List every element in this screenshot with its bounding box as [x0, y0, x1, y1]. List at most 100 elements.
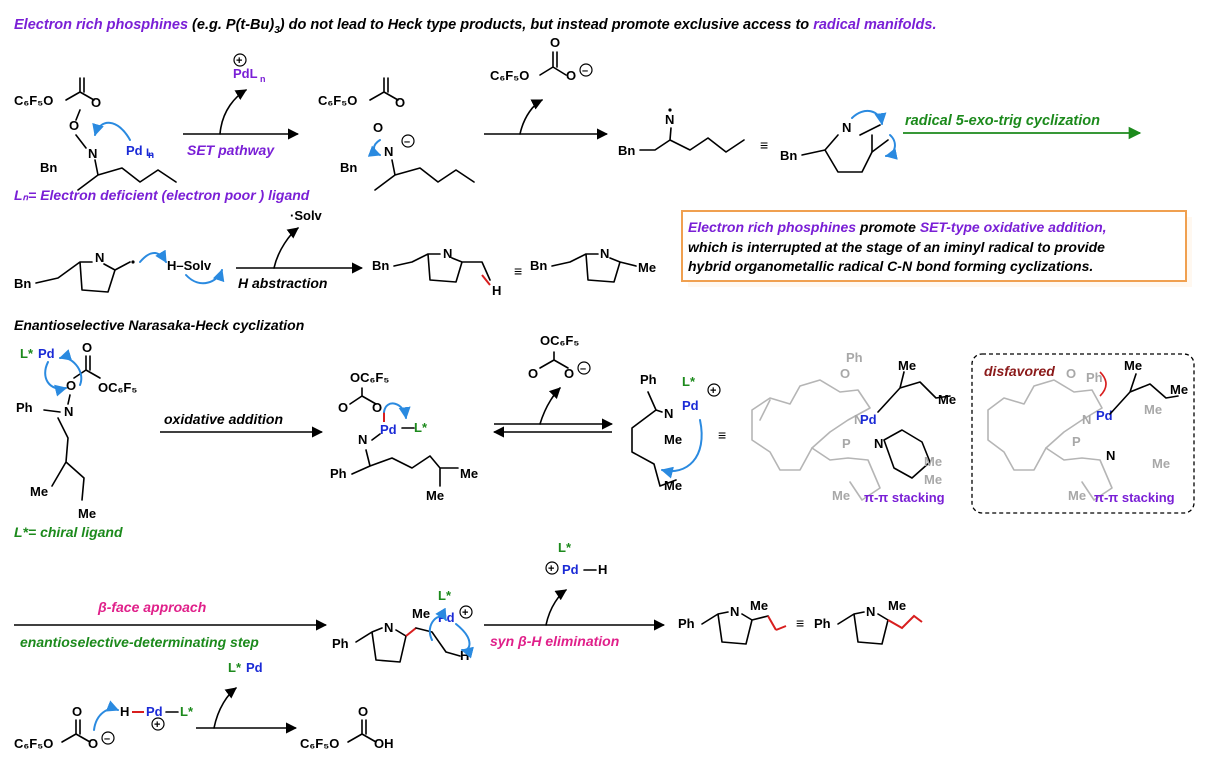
svg-text:disfavored: disfavored — [984, 363, 1055, 379]
svg-text:Ph: Ph — [640, 372, 657, 387]
svg-text:Me: Me — [664, 432, 682, 447]
svg-text:Electron rich phosphines promo: Electron rich phosphines promote SET-typ… — [688, 219, 1107, 235]
svg-text:Me: Me — [78, 506, 96, 521]
svg-text:–: – — [404, 136, 410, 148]
svg-text:oxidative addition: oxidative addition — [164, 411, 283, 427]
svg-text:Pd: Pd — [146, 704, 163, 719]
svg-text:N: N — [842, 120, 851, 135]
svg-text:OC₆F₅: OC₆F₅ — [350, 370, 389, 385]
svg-text:n: n — [260, 74, 266, 84]
svg-text:Me: Me — [30, 484, 48, 499]
equilibrium-arrows: OC₆F₅ O O – — [492, 333, 614, 438]
svg-text:Ph: Ph — [846, 350, 863, 365]
h-abstraction-arrow: ·Solv H abstraction — [236, 208, 364, 291]
scheme3-pd-complex: OC₆F₅ O O Pd L* N Ph Me Me — [330, 370, 478, 503]
svg-text:L*: L* — [228, 660, 242, 675]
callout-box: Electron rich phosphines promote SET-typ… — [681, 210, 1192, 287]
svg-text:N: N — [665, 112, 674, 127]
svg-text:–: – — [582, 65, 588, 77]
svg-text:O: O — [66, 378, 76, 393]
svg-text:Me: Me — [638, 260, 656, 275]
svg-text:H: H — [598, 562, 607, 577]
svg-text:SET pathway: SET pathway — [187, 142, 275, 158]
scheme2-radical: Bn N H–Solv — [14, 249, 225, 293]
svg-text:P: P — [1072, 434, 1081, 449]
svg-text:C₆F₅O: C₆F₅O — [14, 736, 53, 751]
scheme2-product: Bn N H ≡ Bn N Me — [372, 246, 656, 298]
svg-text:O: O — [372, 400, 382, 415]
svg-text:O: O — [528, 366, 538, 381]
svg-text:H abstraction: H abstraction — [238, 275, 327, 291]
svg-text:H: H — [492, 283, 501, 298]
ligand-note: Lₙ= Electron deficient (electron poor ) … — [14, 187, 310, 203]
svg-text:Me: Me — [832, 488, 850, 503]
svg-text:C₆F₅O: C₆F₅O — [14, 93, 53, 108]
svg-text:Bn: Bn — [14, 276, 31, 291]
svg-text:O: O — [566, 68, 576, 83]
svg-text:O: O — [373, 120, 383, 135]
svg-text:Ph: Ph — [814, 616, 831, 631]
svg-text:N: N — [854, 412, 863, 427]
svg-text:OC₆F₅: OC₆F₅ — [98, 380, 137, 395]
svg-text:N: N — [1106, 448, 1115, 463]
svg-text:Me: Me — [1170, 382, 1188, 397]
svg-text:N: N — [664, 406, 673, 421]
scheme4-product: Ph N Me ≡ Ph N Me — [678, 598, 923, 645]
svg-text:N: N — [874, 436, 883, 451]
svg-text:Me: Me — [1124, 358, 1142, 373]
svg-text:Ph: Ph — [330, 466, 347, 481]
svg-text:syn β-H elimination: syn β-H elimination — [490, 633, 619, 649]
svg-text:H–Solv: H–Solv — [167, 258, 212, 273]
svg-text:O: O — [840, 366, 850, 381]
svg-text:L: L — [146, 147, 153, 159]
set-arrow: PdL n + SET pathway — [183, 53, 300, 158]
svg-text:π-π stacking: π-π stacking — [864, 490, 945, 505]
svg-text:+: + — [154, 719, 160, 731]
svg-text:N: N — [1082, 412, 1091, 427]
svg-text:N: N — [88, 146, 97, 161]
oxidative-addition-arrow: oxidative addition — [160, 411, 324, 438]
svg-text:π-π stacking: π-π stacking — [1094, 490, 1175, 505]
svg-text:O: O — [91, 95, 101, 110]
svg-text:+: + — [710, 385, 716, 397]
ligand-model-disfavored: disfavored O Ph N Pd P N Me Me Me Me Me … — [971, 353, 1195, 514]
svg-text:O: O — [550, 35, 560, 50]
svg-text:Pd: Pd — [246, 660, 263, 675]
svg-text:+: + — [462, 607, 468, 619]
svg-text:N: N — [443, 246, 452, 261]
svg-text:OH: OH — [374, 736, 394, 751]
svg-text:O: O — [395, 95, 405, 110]
syn-elimination-arrow: L* + Pd H syn β-H elimination — [484, 540, 666, 649]
svg-text:≡: ≡ — [718, 427, 726, 443]
svg-text:·Solv: ·Solv — [290, 208, 323, 223]
svg-text:which is interrupted at the st: which is interrupted at the stage of an … — [688, 239, 1105, 255]
svg-text:enantioselective-determinating: enantioselective-determinating step — [20, 634, 259, 650]
scheme3-title: Enantioselective Narasaka-Heck cyclizati… — [14, 317, 304, 333]
scheme3-substrate: L* Pd O O OC₆F₅ N Ph Me Me L*= chiral li… — [14, 340, 137, 540]
svg-text:O: O — [358, 704, 368, 719]
svg-text:Pd: Pd — [562, 562, 579, 577]
svg-text:O: O — [338, 400, 348, 415]
svg-text:–: – — [104, 733, 110, 745]
svg-text:C₆F₅O: C₆F₅O — [300, 736, 339, 751]
svg-text:Me: Me — [1144, 402, 1162, 417]
svg-text:N: N — [384, 620, 393, 635]
svg-text:N: N — [64, 404, 73, 419]
fragmentation-arrow: C₆F₅O O O – — [484, 35, 609, 140]
svg-text:Bn: Bn — [618, 143, 635, 158]
scheme1-intermediate-cation: C₆F₅O O O N – Bn — [318, 77, 475, 191]
svg-text:Ph: Ph — [1086, 370, 1103, 385]
scheme3-cationic-pd: Ph L* Pd + N Me Me ≡ — [631, 372, 726, 493]
svg-text:–: – — [580, 363, 586, 375]
base-regeneration: C₆F₅O O O – H Pd L* + L* Pd C₆F₅O O OH — [14, 660, 394, 751]
svg-text:P: P — [842, 436, 851, 451]
svg-text:Me: Me — [924, 454, 942, 469]
svg-text:Bn: Bn — [340, 160, 357, 175]
svg-text:L*: L* — [438, 588, 452, 603]
svg-text:N: N — [730, 604, 739, 619]
svg-text:Bn: Bn — [780, 148, 797, 163]
svg-text:Pd: Pd — [38, 346, 55, 361]
svg-text:≡: ≡ — [514, 263, 522, 279]
svg-text:Me: Me — [888, 598, 906, 613]
